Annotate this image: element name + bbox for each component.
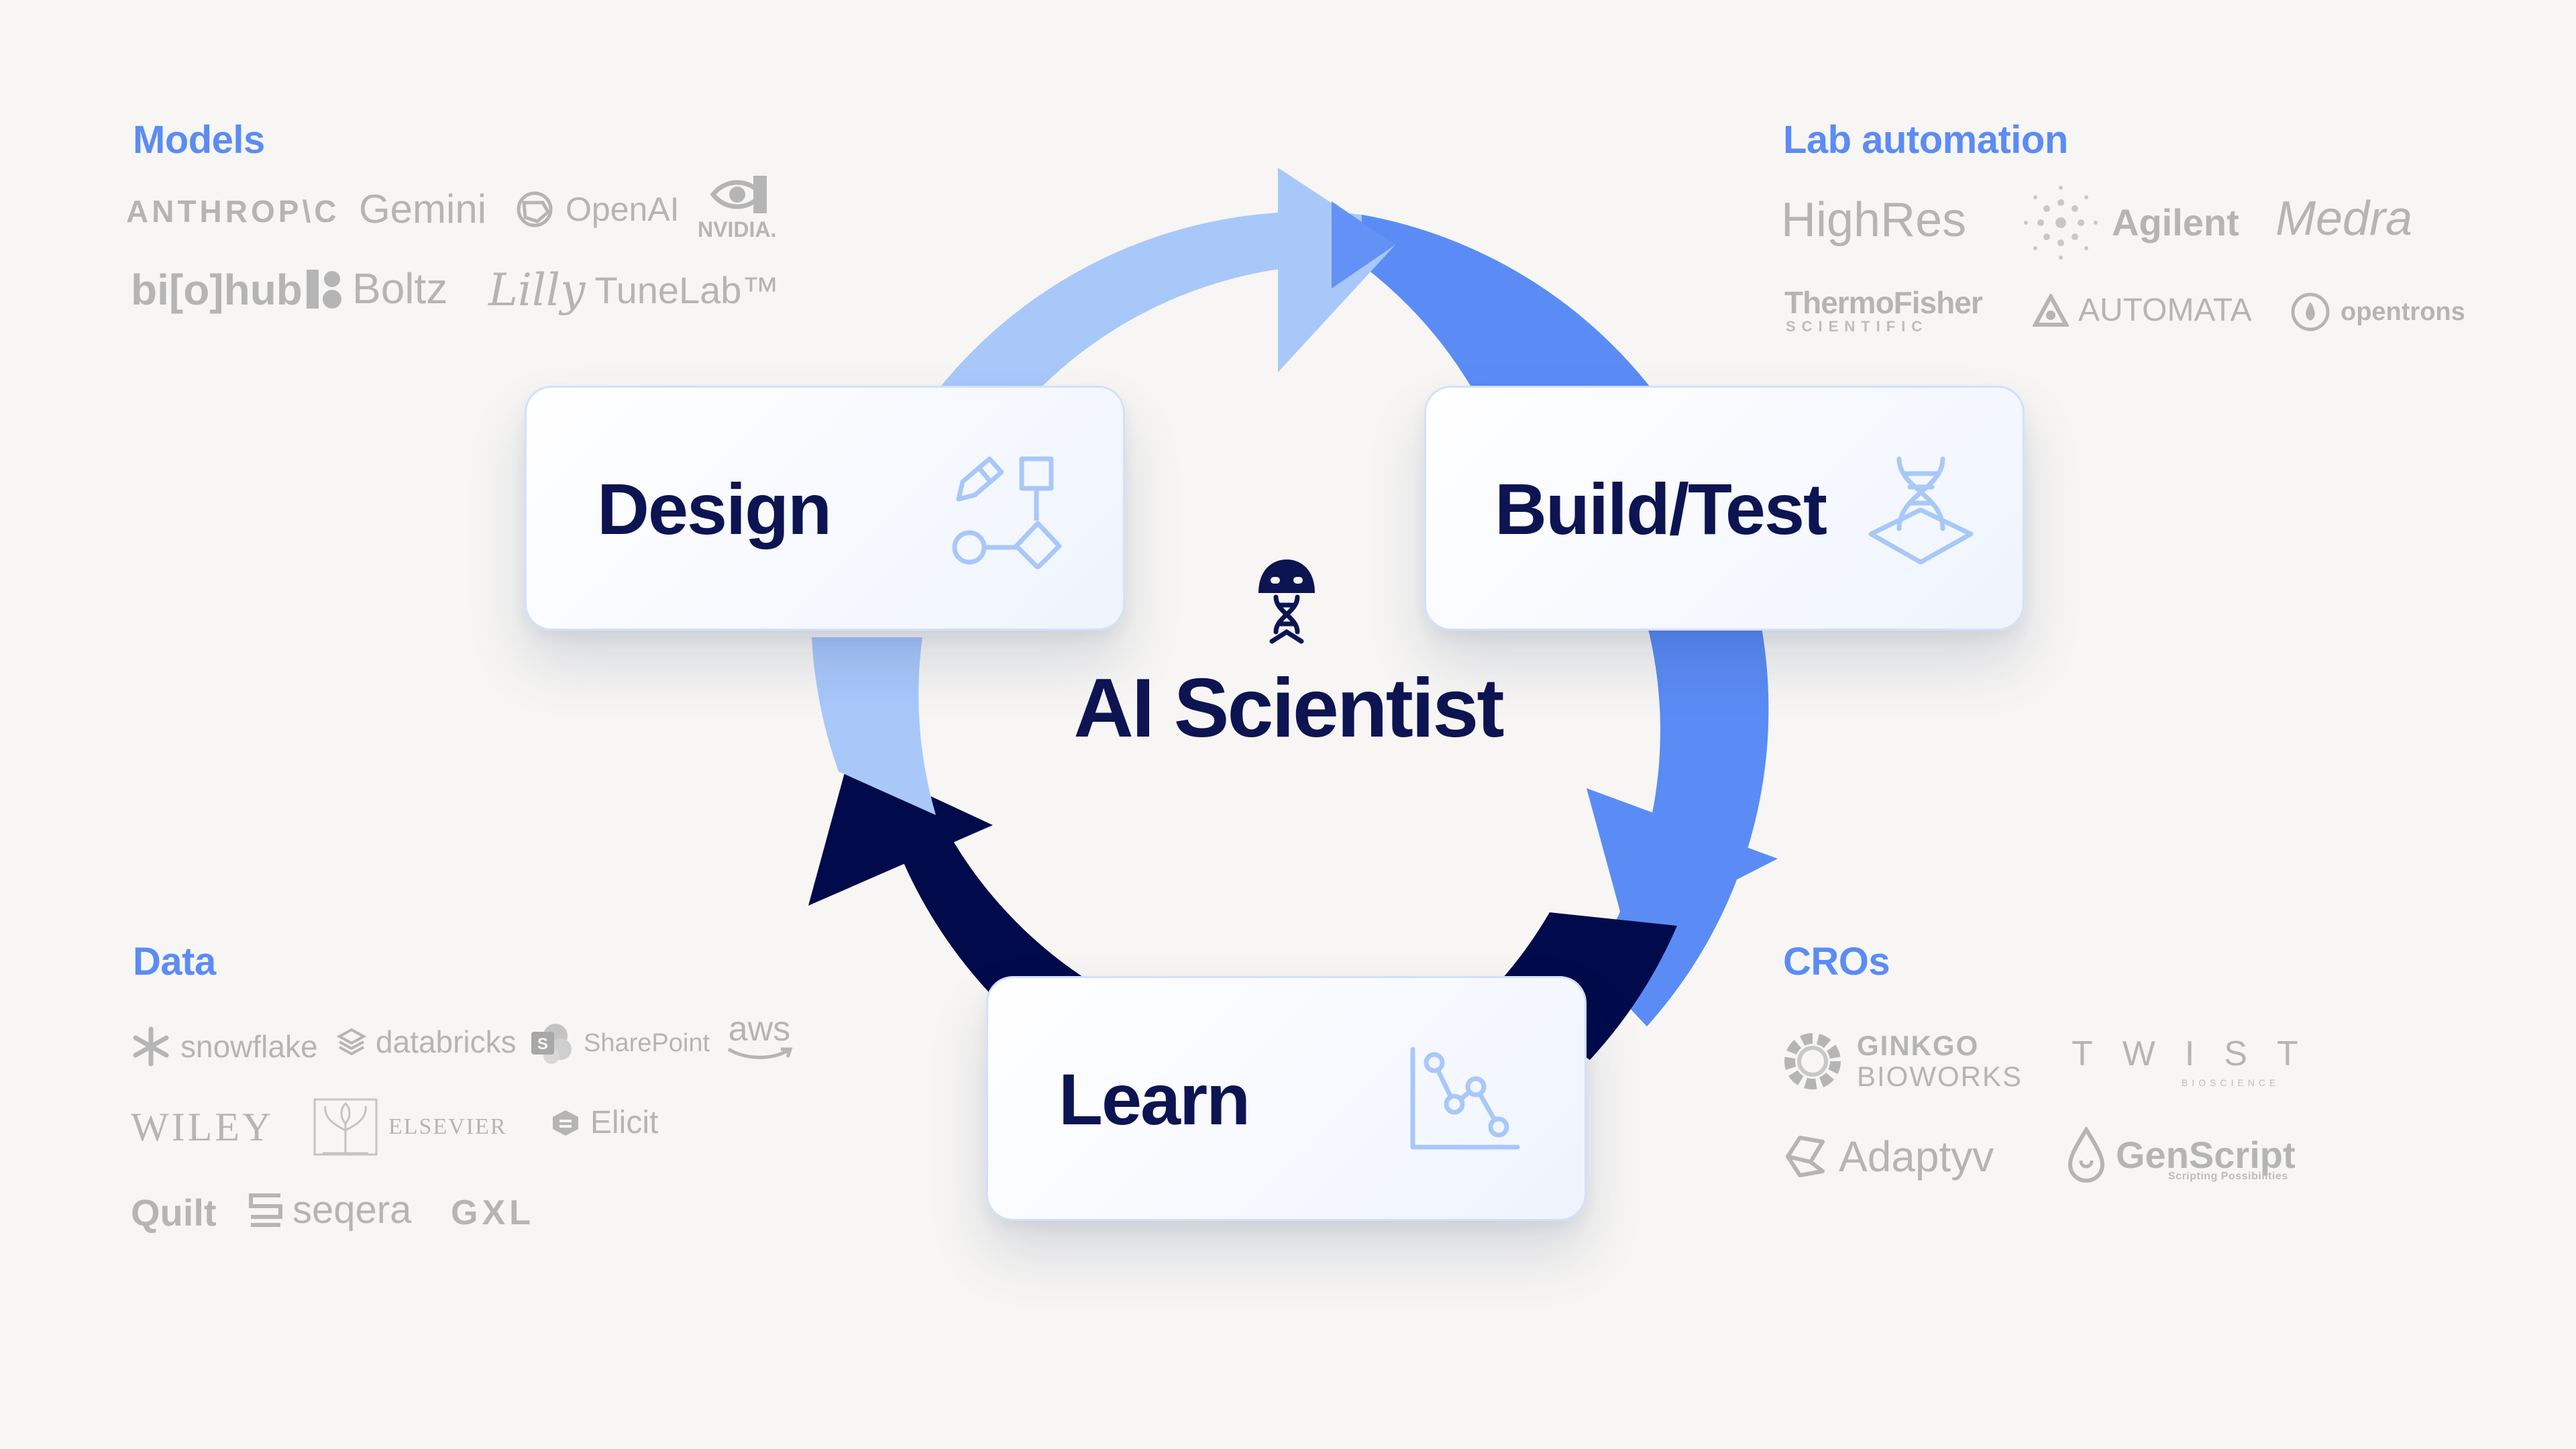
logo-anthropic: ANTHROP\C <box>126 194 340 229</box>
nvidia-eye-icon <box>710 176 767 213</box>
arrow-head-right <box>1587 788 1778 936</box>
models-title: Models <box>133 118 265 162</box>
logo-elsevier: ELSEVIER <box>312 1097 507 1157</box>
logo-thermofisher: ThermoFisher SCIENTIFIC <box>1784 285 1983 335</box>
elicit-icon <box>553 1110 578 1136</box>
logo-openai: OpenAI <box>513 188 680 231</box>
svg-text:S: S <box>537 1035 548 1053</box>
logo-biohub: bi[o]hub <box>131 266 303 314</box>
elsevier-tree-icon <box>313 1098 378 1156</box>
logo-seqera: seqera <box>248 1191 411 1230</box>
logo-wiley: WILEY <box>131 1105 274 1149</box>
center-title: AI Scientist <box>1073 662 1504 755</box>
learn-label: Learn <box>1059 1059 1250 1140</box>
logo-twist: TWIST BIOSCIENCE <box>2072 1034 2328 1088</box>
logo-elicit: Elicit <box>550 1107 658 1139</box>
arrow-head-left <box>808 758 993 906</box>
scientist-icon <box>1258 559 1315 644</box>
design-card[interactable]: Design <box>525 386 1125 631</box>
adaptyv-icon <box>1786 1136 1825 1177</box>
boltz-icon <box>307 270 341 309</box>
logo-medra: Medra <box>2275 192 2413 246</box>
build-test-label: Build/Test <box>1495 468 1827 549</box>
logo-databricks: databricks <box>337 1026 517 1057</box>
logo-adaptyv: Adaptyv <box>1781 1132 1994 1181</box>
aws-smile-icon <box>727 1047 793 1059</box>
arrow-design-to-build <box>936 211 1362 402</box>
dna-flask-icon <box>1868 456 1974 565</box>
ginkgo-gear-icon <box>1784 1033 1841 1089</box>
logo-gxl: GXL <box>451 1193 535 1232</box>
logo-nvidia: NVIDIA. <box>698 173 776 240</box>
logo-gemini: Gemini <box>359 186 487 231</box>
logo-highres: HighRes <box>1781 193 1967 247</box>
agilent-spark-icon <box>2024 186 2098 260</box>
logo-agilent: Agilent <box>2019 181 2239 264</box>
sharepoint-icon: S <box>531 1024 572 1064</box>
cros-title: CROs <box>1783 940 1890 983</box>
logo-snowflake: snowflake <box>131 1026 318 1067</box>
openai-icon <box>517 191 553 227</box>
design-label: Design <box>597 468 832 549</box>
databricks-icon <box>337 1028 366 1056</box>
logo-lilly-tunelab: Lilly TuneLab™ <box>488 264 780 316</box>
design-shapes-icon <box>952 456 1062 569</box>
logo-ginkgo-bioworks: GINKGO BIOWORKS <box>1778 1026 2023 1096</box>
snowflake-icon <box>133 1026 169 1067</box>
logo-automata: AUTOMATA <box>2033 294 2252 327</box>
automata-icon <box>2033 294 2069 327</box>
genscript-drop-icon <box>2068 1127 2105 1183</box>
logo-sharepoint: S SharePoint <box>530 1021 710 1065</box>
build-test-card[interactable]: Build/Test <box>1424 386 2025 631</box>
logo-genscript: GenScript Scripting Possibilities <box>2066 1127 2296 1183</box>
line-chart-icon <box>1410 1046 1520 1150</box>
logo-aws: aws <box>726 1012 793 1061</box>
learn-card[interactable]: Learn <box>986 976 1587 1221</box>
data-title: Data <box>133 940 216 983</box>
lab-automation-title: Lab automation <box>1783 118 2068 162</box>
seqera-icon <box>249 1193 282 1227</box>
logo-boltz: Boltz <box>305 267 447 310</box>
logo-opentrons: opentrons <box>2290 291 2465 333</box>
opentrons-icon <box>2291 292 2330 331</box>
logo-quilt: Quilt <box>131 1191 217 1234</box>
